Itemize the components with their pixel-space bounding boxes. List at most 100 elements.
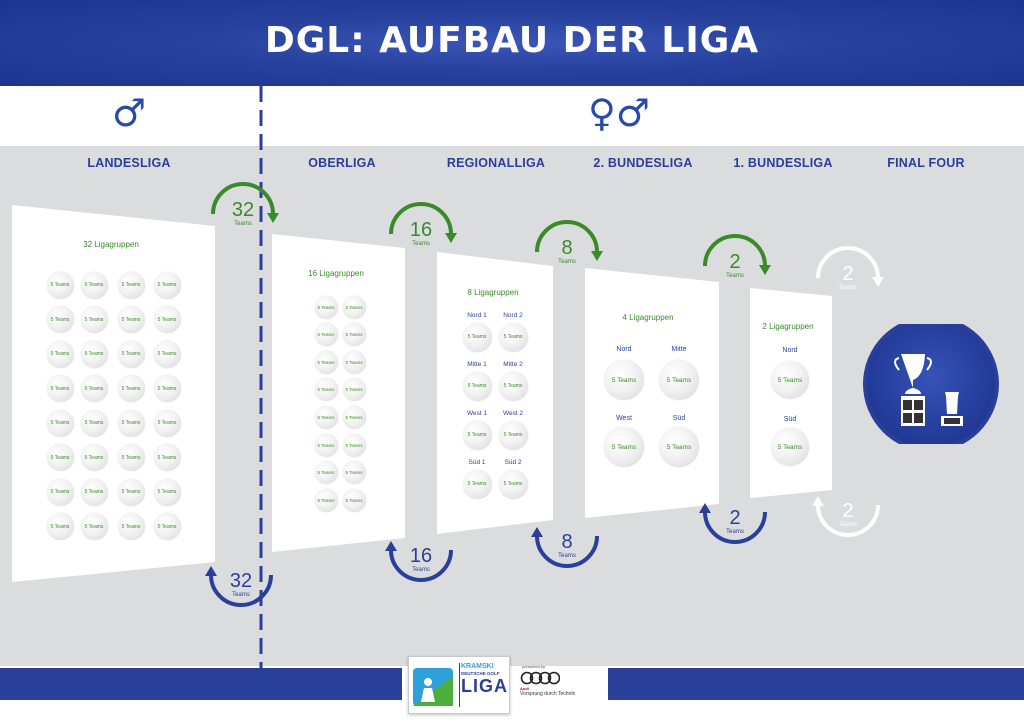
column-header-oberliga: OBERLIGA [308,156,376,170]
promotion-unit: Teams [412,241,430,247]
presented-by-text: presented by [522,664,546,669]
golf-ball: 5 Teams [342,488,366,512]
promotion-unit: Teams [558,259,576,265]
panel-label: 4 Ligagruppen [622,313,674,322]
audi-rings-icon [520,671,560,685]
sponsor-tagline: Vorsprung durch Technik [520,691,575,697]
sponsor-brand: Audi [520,686,529,691]
golf-ball: 5 Teams [314,378,338,402]
region-label: Süd 2 [504,459,522,466]
panel-label: 8 Ligagruppen [467,288,519,297]
golf-ball: 5 Teams [46,513,74,540]
golf-ball: 5 Teams [153,306,181,333]
golf-ball: 5 Teams [80,513,108,540]
footer-bar-left [0,668,402,700]
golf-ball: 5 Teams [80,271,108,299]
golf-ball: 5 Teams [117,271,145,299]
golf-ball: 5 Teams [46,444,74,471]
relegation-arrow [531,527,599,568]
promotion-arrow [211,182,279,223]
relegation-arrow [205,566,273,607]
relegation-unit: Teams [839,522,857,528]
panel-label: 2 Ligagruppen [762,322,814,331]
relegation-arrow [812,496,880,537]
golf-ball: 5 Teams [80,478,108,506]
golf-ball: 5 Teams [153,444,181,471]
golf-ball: 5 Teams [771,428,809,466]
golf-ball: 5 Teams [314,350,338,374]
golf-ball: 5 Teams [342,405,366,429]
region-label: Süd 1 [468,459,486,466]
golf-ball: 5 Teams [46,375,74,402]
golf-ball: 5 Teams [46,271,74,299]
golf-ball: 5 Teams [80,444,108,471]
golfer-logo-icon [413,668,453,706]
golf-ball: 5 Teams [117,444,145,471]
promotion-arrow [703,234,771,275]
golf-ball: 5 Teams [117,375,145,402]
league-logo: KRAMSKI DEUTSCHE GOLF LIGA [408,656,510,714]
region-label: Mitte [671,346,687,353]
golf-ball: 5 Teams [498,322,528,352]
golf-ball: 5 Teams [153,513,181,540]
column-header-regionalliga: REGIONALLIGA [446,156,546,170]
golf-ball: 5 Teams [342,378,366,402]
relegation-arrow [385,541,453,582]
relegation-count: 16 [409,545,433,567]
relegation-unit: Teams [412,567,430,573]
region-label: West [616,415,632,422]
logo-subtitle: DEUTSCHE GOLF [461,671,500,676]
golf-ball: 5 Teams [117,409,145,437]
mixed-gender-symbol: ♀♂ [588,91,650,135]
promotion-count: 2 [729,251,741,273]
column-header-2-bundesliga: 2. BUNDESLIGA [593,156,693,170]
golf-ball: 5 Teams [659,427,699,467]
promotion-count: 8 [561,237,573,259]
region-label: Nord 2 [503,312,523,319]
golf-ball: 5 Teams [80,340,108,368]
region-label: Süd [783,416,797,423]
promotion-count: 16 [409,219,433,241]
page-title: DGL: AUFBAU DER LIGA [264,20,760,61]
golf-ball: 5 Teams [342,350,366,374]
relegation-unit: Teams [558,553,576,559]
golf-ball: 5 Teams [462,371,492,401]
golf-ball: 5 Teams [314,461,338,485]
golf-ball: 5 Teams [314,405,338,429]
golf-ball: 5 Teams [46,306,74,333]
golf-ball: 5 Teams [342,295,366,319]
promotion-count: 32 [231,199,255,221]
golf-ball: 5 Teams [314,433,338,457]
golf-ball: 5 Teams [604,427,644,467]
column-header-landesliga: LANDESLIGA [87,156,171,170]
promotion-arrow [389,202,457,243]
relegation-count: 2 [729,507,741,529]
golf-ball: 5 Teams [117,478,145,506]
column-header-final-four: FINAL FOUR [887,156,965,170]
region-label: Nord [782,347,798,354]
region-label: Mitte 2 [503,361,523,368]
region-label: West 2 [502,410,524,417]
relegation-count: 32 [229,570,253,592]
promotion-arrow [816,246,884,287]
golf-ball: 5 Teams [153,409,181,437]
golf-ball: 5 Teams [153,340,181,368]
golf-ball: 5 Teams [46,340,74,368]
logo-divider [459,663,460,707]
golf-ball: 5 Teams [314,323,338,347]
promotion-unit: Teams [234,221,252,227]
golf-ball: 5 Teams [153,375,181,402]
golf-ball: 5 Teams [498,469,528,499]
men-symbol: ♂ [112,91,147,135]
panel-label: 16 Ligagruppen [308,269,364,278]
golf-ball: 5 Teams [46,409,74,437]
trophy-icon [894,354,963,426]
region-label: Nord 1 [467,312,487,319]
golf-ball: 5 Teams [342,323,366,347]
golf-ball: 5 Teams [117,513,145,540]
golf-ball: 5 Teams [80,409,108,437]
golf-ball: 5 Teams [604,360,644,400]
golf-ball: 5 Teams [462,322,492,352]
logo-brand: KRAMSKI [461,663,494,670]
